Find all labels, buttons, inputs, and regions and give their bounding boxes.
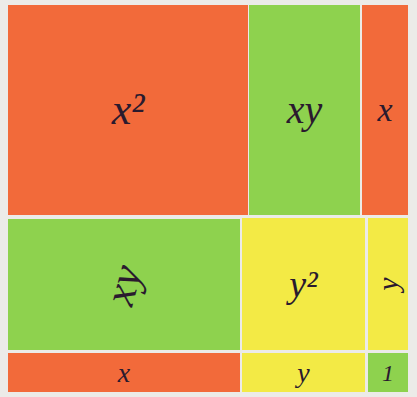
y-strip-tile: y	[368, 218, 408, 350]
tile-label: x	[377, 93, 392, 127]
tile-label: y	[297, 359, 309, 387]
tile-label: y²	[289, 265, 317, 303]
x-strip-tile: x	[362, 5, 408, 215]
tile-label: 1	[382, 361, 394, 385]
x-squared-tile: x²	[8, 5, 248, 215]
tile-label: xy	[98, 260, 151, 309]
xy-tile: xy	[8, 219, 240, 350]
tile-label: xy	[287, 90, 323, 130]
x-strip-tile: x	[8, 353, 240, 392]
tile-label: x	[118, 359, 130, 387]
y-squared-tile: y²	[242, 218, 365, 350]
tile-label: x²	[112, 88, 145, 132]
tile-label: y	[373, 277, 403, 290]
xy-tile: xy	[249, 5, 360, 215]
y-strip-tile: y	[242, 353, 365, 392]
unit-tile: 1	[368, 353, 408, 392]
